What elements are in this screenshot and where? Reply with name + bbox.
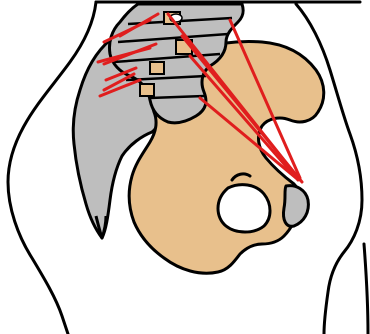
facet-patch-4 [140,84,154,96]
acetabulum-patch [283,186,308,227]
leg-outline-right [364,244,368,334]
facet-patch-3 [150,62,164,74]
body-outline-right [296,4,362,334]
coccyx-tip [96,216,106,238]
obturator-foramen [218,185,270,232]
